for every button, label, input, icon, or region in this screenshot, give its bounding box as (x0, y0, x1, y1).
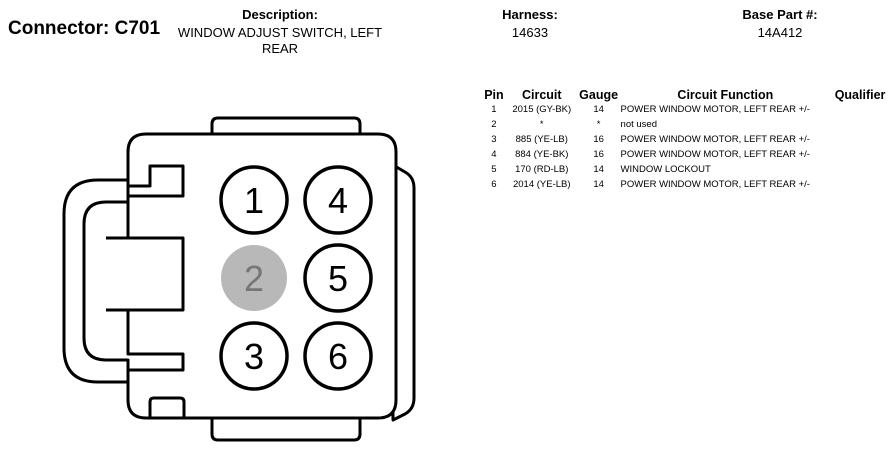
base-part-label: Base Part #: (742, 7, 818, 22)
pin-cavity-5 (303, 243, 373, 313)
pin-number-6: 6 (328, 336, 348, 377)
column-header-gauge: Gauge (579, 88, 619, 102)
cell-circuit: 885 (YE-LB) (515, 134, 568, 145)
cell-gauge: 14 (593, 164, 604, 175)
pin-cavity-2 (221, 245, 287, 311)
table-row: 5 170 (RD-LB) 14 WINDOW LOCKOUT (481, 162, 890, 177)
column-header-circuit-function: Circuit Function (677, 88, 774, 102)
table-row: 3 885 (YE-LB) 16 POWER WINDOW MOTOR, LEF… (481, 132, 890, 147)
cell-function: POWER WINDOW MOTOR, LEFT REAR +/- (620, 134, 810, 145)
bottom-latch (148, 396, 186, 420)
base-part-value: 14A412 (757, 25, 803, 40)
cell-gauge: 14 (593, 104, 604, 115)
table-header-row: Pin Circuit Gauge Circuit Function Quali… (481, 86, 890, 102)
pin-cavity-3 (219, 321, 289, 391)
description-value: WINDOW ADJUST SWITCH, LEFT REAR (177, 25, 383, 56)
cell-pin: 3 (491, 134, 497, 145)
cell-pin: 2 (491, 119, 497, 130)
harness-label: Harness: (502, 7, 558, 22)
pin-cavities: 1 4 2 5 3 6 (219, 165, 373, 391)
pin-number-2: 2 (244, 258, 264, 299)
cell-circuit: 884 (YE-BK) (515, 149, 569, 160)
column-header-qualifier: Qualifier (834, 88, 886, 102)
pin-cavity-1 (219, 165, 289, 235)
cell-circuit: 2014 (YE-LB) (512, 179, 571, 190)
description-label: Description: (242, 7, 318, 22)
cell-gauge: 16 (593, 149, 604, 160)
cell-function: POWER WINDOW MOTOR, LEFT REAR +/- (620, 179, 810, 190)
column-header-pin: Pin (484, 88, 504, 102)
pin-cavity-4 (303, 165, 373, 235)
cell-gauge: 14 (593, 179, 604, 190)
cell-circuit: * (539, 119, 544, 130)
table-row: 2 * * not used (481, 117, 890, 132)
locking-hook (62, 178, 130, 384)
cell-pin: 6 (491, 179, 497, 190)
pin-number-3: 3 (244, 336, 264, 377)
table-row: 4 884 (YE-BK) 16 POWER WINDOW MOTOR, LEF… (481, 147, 890, 162)
cell-function: POWER WINDOW MOTOR, LEFT REAR +/- (620, 149, 810, 160)
cell-pin: 5 (491, 164, 497, 175)
cell-function: not used (620, 119, 657, 130)
cell-gauge: * (596, 119, 601, 130)
pin-cavity-6 (303, 321, 373, 391)
pin-number-1: 1 (244, 180, 264, 221)
right-latch (391, 163, 416, 422)
cell-function: WINDOW LOCKOUT (620, 164, 711, 175)
table-row: 6 2014 (YE-LB) 14 POWER WINDOW MOTOR, LE… (481, 177, 890, 192)
pin-number-4: 4 (328, 180, 348, 221)
cell-pin: 4 (491, 149, 497, 160)
connector-title: Connector: C701 (8, 18, 161, 39)
pin-number-5: 5 (328, 258, 348, 299)
cell-circuit: 170 (RD-LB) (515, 164, 569, 175)
harness-value: 14633 (511, 25, 549, 40)
bottom-tab (210, 414, 362, 442)
table-row: 1 2015 (GY-BK) 14 POWER WINDOW MOTOR, LE… (481, 102, 890, 117)
cell-pin: 1 (491, 104, 497, 115)
cell-circuit: 2015 (GY-BK) (512, 104, 572, 115)
cell-function: POWER WINDOW MOTOR, LEFT REAR +/- (620, 104, 810, 115)
pin-table: Pin Circuit Gauge Circuit Function Quali… (481, 86, 890, 192)
column-header-circuit: Circuit (521, 88, 562, 102)
cell-gauge: 16 (593, 134, 604, 145)
